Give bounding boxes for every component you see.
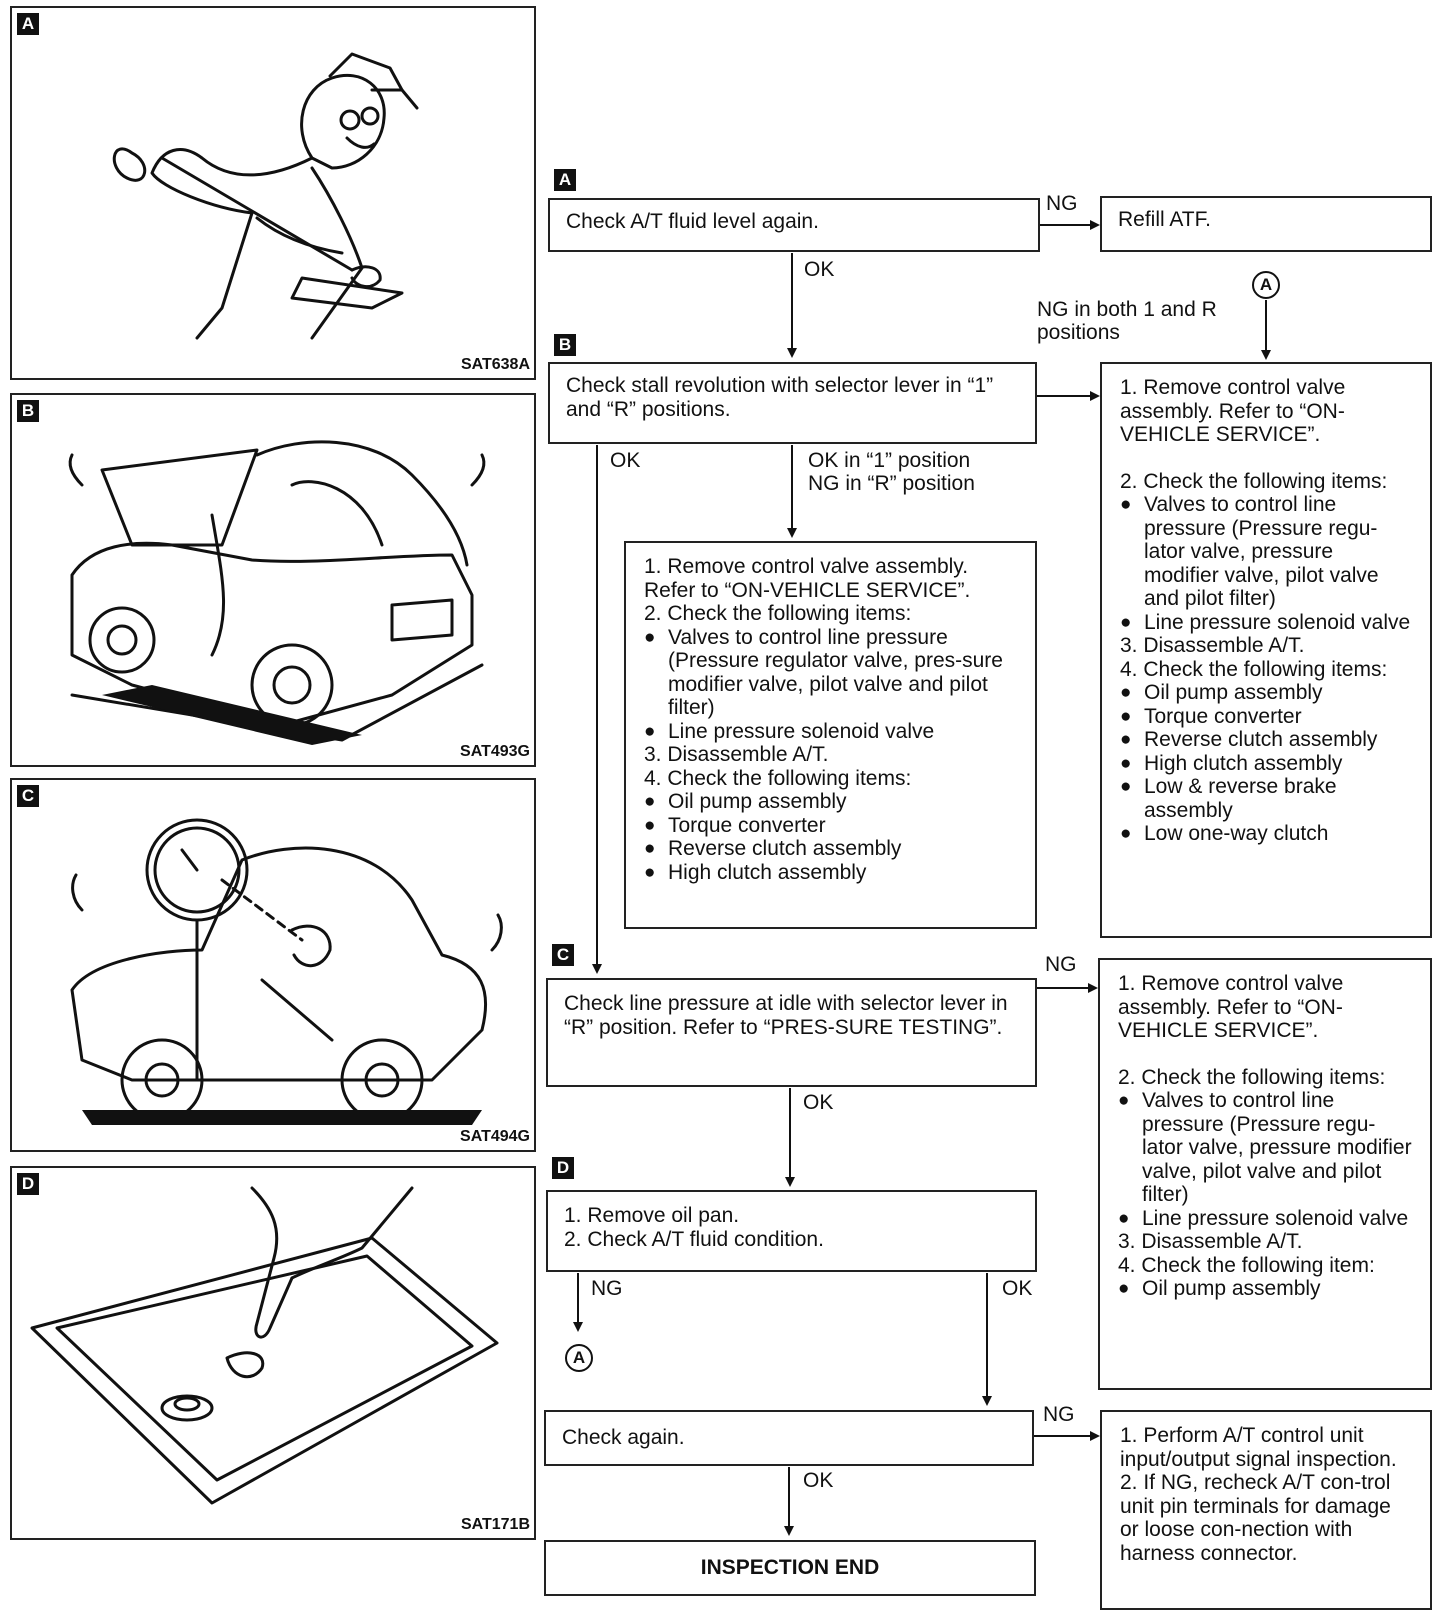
bullet-item: Low & reverse brake assembly xyxy=(1120,775,1412,822)
label-ng-oil-pan: NG xyxy=(591,1277,623,1300)
step-tag-b: B xyxy=(554,334,576,356)
refill-atf-text: Refill ATF. xyxy=(1118,208,1211,231)
label-ng-check-again: NG xyxy=(1043,1403,1075,1426)
numbered-step: 2. Check the following items: xyxy=(1118,1066,1412,1090)
step-tag-a: A xyxy=(554,169,576,191)
refill-atf-box: Refill ATF. xyxy=(1100,196,1432,252)
numbered-step: 2. Check the following items: xyxy=(1120,470,1412,494)
remove-oil-pan-step-1: 1. Remove oil pan. xyxy=(564,1204,1019,1228)
label-ng-r-position: NG in “R” position xyxy=(808,472,975,495)
inspection-end-text: INSPECTION END xyxy=(701,1556,880,1579)
remove-oil-pan-box: 1. Remove oil pan. 2. Check A/T fluid co… xyxy=(546,1190,1037,1272)
bullet-item: Valves to control line pressure (Pressur… xyxy=(1118,1089,1412,1207)
right-action-box-2: 1. Remove control valve assembly. Refer … xyxy=(1098,958,1432,1390)
bullet-item: Torque converter xyxy=(1120,705,1412,729)
numbered-step: 1. Remove control valve assembly. Refer … xyxy=(1120,376,1412,447)
label-ok-check-again: OK xyxy=(803,1469,833,1492)
numbered-step: 2. Check the following items: xyxy=(644,602,1017,626)
bullet-item: Oil pump assembly xyxy=(1120,681,1412,705)
label-ok-fluid: OK xyxy=(804,258,834,281)
right-action-steps-1: 1. Remove control valve assembly. Refer … xyxy=(1120,376,1412,846)
label-ng-line-pressure: NG xyxy=(1045,953,1077,976)
numbered-step: 3. Disassemble A/T. xyxy=(1120,634,1412,658)
numbered-step: 4. Check the following items: xyxy=(644,767,1017,791)
step-tag-d: D xyxy=(552,1157,574,1179)
label-ok-line-pressure: OK xyxy=(803,1091,833,1114)
numbered-step: 2. If NG, recheck A/T con-trol unit pin … xyxy=(1120,1471,1412,1565)
spacer xyxy=(1118,1043,1412,1066)
check-again-text: Check again. xyxy=(562,1426,685,1449)
bullet-item: Oil pump assembly xyxy=(644,790,1017,814)
bullet-item: Low one-way clutch xyxy=(1120,822,1412,846)
right-action-box-1: 1. Remove control valve assembly. Refer … xyxy=(1100,362,1432,938)
bullet-item: Valves to control line pressure (Pressur… xyxy=(644,626,1017,720)
check-line-pressure-box: Check line pressure at idle with selecto… xyxy=(546,978,1037,1087)
label-ok-oil-pan: OK xyxy=(1002,1277,1032,1300)
right-action-steps-2: 1. Remove control valve assembly. Refer … xyxy=(1118,972,1412,1301)
bullet-item: High clutch assembly xyxy=(1120,752,1412,776)
label-ng-fluid: NG xyxy=(1046,192,1078,215)
bullet-item: Oil pump assembly xyxy=(1118,1277,1412,1301)
numbered-step: 3. Disassemble A/T. xyxy=(644,743,1017,767)
check-stall-revolution-box: Check stall revolution with selector lev… xyxy=(548,362,1037,444)
label-ok-1-position: OK in “1” position xyxy=(808,449,970,472)
label-ok-stall: OK xyxy=(610,449,640,472)
mid-action-steps: 1. Remove control valve assembly. Refer … xyxy=(644,555,1017,884)
numbered-step: 4. Check the following item: xyxy=(1118,1254,1412,1278)
numbered-step: 1. Remove control valve assembly. Refer … xyxy=(1118,972,1412,1043)
right-action-box-3: 1. Perform A/T control unit input/output… xyxy=(1100,1410,1432,1610)
bullet-item: Line pressure solenoid valve xyxy=(1118,1207,1412,1231)
check-fluid-level-text: Check A/T fluid level again. xyxy=(566,210,819,233)
step-tag-c: C xyxy=(552,944,574,966)
connector-a-bottom: A xyxy=(565,1344,593,1372)
bullet-item: High clutch assembly xyxy=(644,861,1017,885)
check-stall-revolution-text: Check stall revolution with selector lev… xyxy=(566,374,993,421)
numbered-step: 4. Check the following items: xyxy=(1120,658,1412,682)
numbered-step: 1. Remove control valve assembly. Refer … xyxy=(644,555,1017,602)
right-action-steps-3: 1. Perform A/T control unit input/output… xyxy=(1120,1424,1412,1565)
bullet-item: Line pressure solenoid valve xyxy=(644,720,1017,744)
mid-action-box: 1. Remove control valve assembly. Refer … xyxy=(624,541,1037,929)
numbered-step: 3. Disassemble A/T. xyxy=(1118,1230,1412,1254)
check-fluid-level-box: Check A/T fluid level again. xyxy=(548,198,1040,252)
check-line-pressure-text: Check line pressure at idle with selecto… xyxy=(564,992,1008,1039)
bullet-item: Valves to control line pressure (Pressur… xyxy=(1120,493,1412,611)
connector-a-top: A xyxy=(1252,271,1280,299)
bullet-item: Reverse clutch assembly xyxy=(1120,728,1412,752)
spacer xyxy=(1120,447,1412,470)
inspection-end-box: INSPECTION END xyxy=(544,1540,1036,1596)
remove-oil-pan-step-2: 2. Check A/T fluid condition. xyxy=(564,1228,1019,1252)
numbered-step: 1. Perform A/T control unit input/output… xyxy=(1120,1424,1412,1471)
bullet-item: Reverse clutch assembly xyxy=(644,837,1017,861)
label-ng-both: NG in both 1 and R positions xyxy=(1037,298,1227,344)
bullet-item: Torque converter xyxy=(644,814,1017,838)
bullet-item: Line pressure solenoid valve xyxy=(1120,611,1412,635)
check-again-box: Check again. xyxy=(544,1410,1034,1466)
